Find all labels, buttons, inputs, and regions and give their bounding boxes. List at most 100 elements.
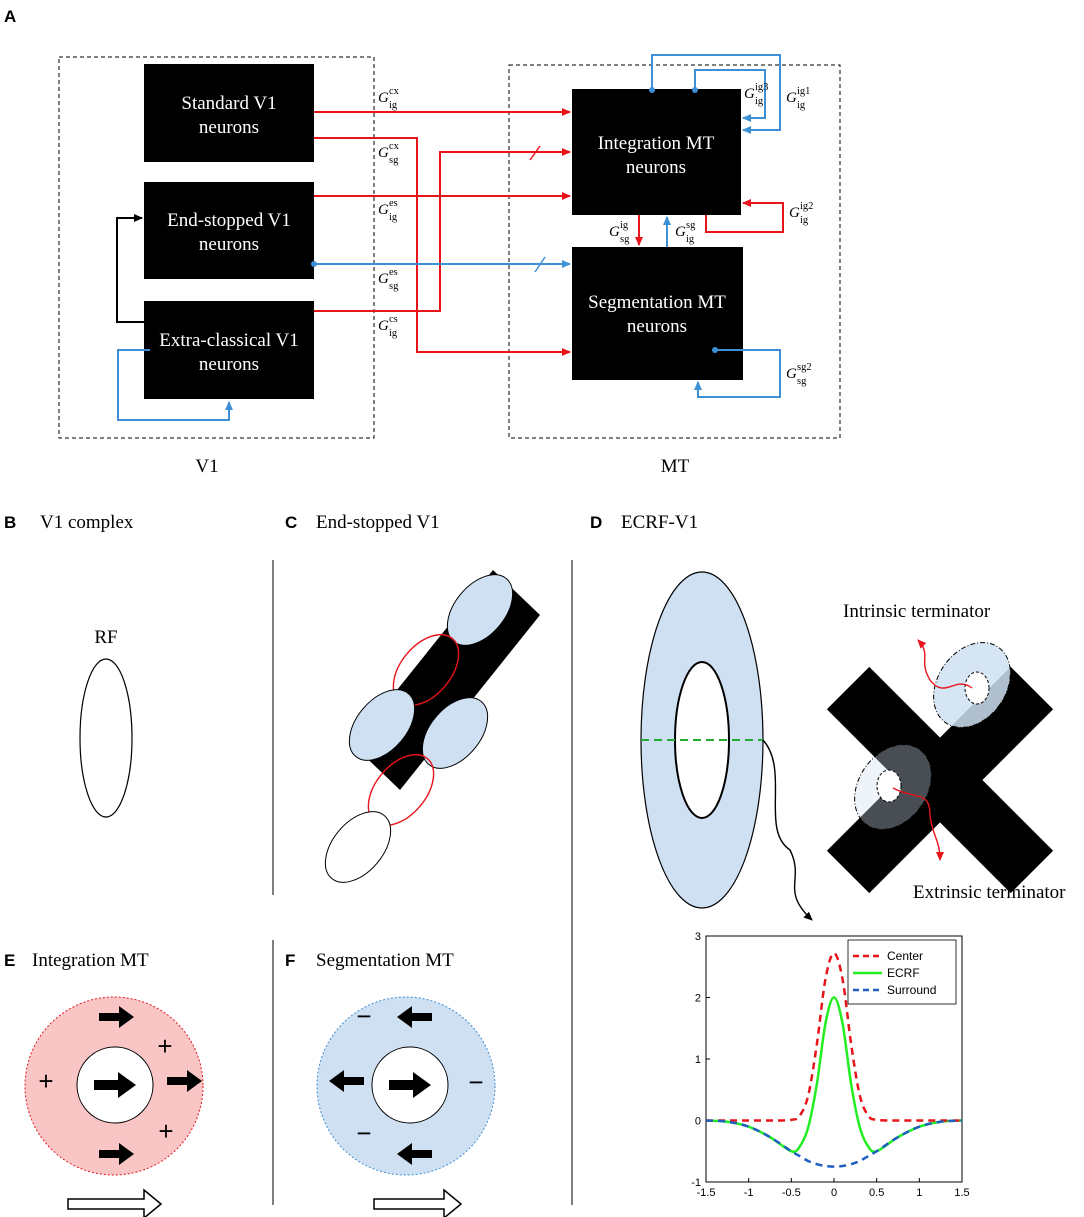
- svg-text:G: G: [609, 224, 620, 240]
- svg-text:sg: sg: [797, 376, 807, 387]
- surround-arrow-right: [167, 1070, 202, 1092]
- plus-sign: +: [157, 1031, 172, 1061]
- y-tick-label: 1: [695, 1054, 701, 1066]
- standard-v1-box: [144, 64, 314, 162]
- svg-text:ig: ig: [620, 220, 629, 231]
- legend-label-surround: Surround: [887, 983, 936, 997]
- minus-sign: −: [468, 1067, 483, 1097]
- svg-text:ig: ig: [755, 96, 764, 107]
- svg-text:sg2: sg2: [797, 362, 812, 373]
- svg-text:G: G: [378, 318, 389, 334]
- x-tick-label: 0: [831, 1187, 837, 1199]
- rf-label: RF: [94, 627, 117, 648]
- surround-lobe-top: [446, 574, 514, 646]
- mt-dashed-region: [508, 64, 841, 439]
- integration-self-loop-ig1: [651, 54, 781, 134]
- plus-sign: +: [158, 1116, 173, 1146]
- svg-text:G: G: [744, 86, 755, 102]
- y-tick-label: 2: [695, 993, 701, 1005]
- svg-text:cx: cx: [389, 86, 400, 97]
- y-tick-label: 3: [695, 931, 701, 943]
- intrinsic-label: Intrinsic terminator: [843, 601, 991, 622]
- stimulus-motion-arrow: [67, 1188, 163, 1217]
- panel-a-letter: A: [4, 7, 16, 26]
- x-tick-label: 0.5: [869, 1187, 884, 1199]
- gain-label-sg2: G sg2 sg: [786, 362, 812, 387]
- svg-text:G: G: [786, 366, 797, 382]
- stimulus-motion-arrow: [373, 1188, 463, 1217]
- extraclassical-to-endstopped-arrow: [116, 214, 144, 323]
- legend-label-center: Center: [887, 949, 923, 963]
- x-tick-label: 1: [916, 1187, 922, 1199]
- chart-lines: [705, 951, 963, 1168]
- svg-text:ig3: ig3: [755, 82, 768, 93]
- svg-text:G: G: [786, 90, 797, 106]
- segmentation-mt-box: [572, 247, 743, 380]
- extraclassical-v1-box: [144, 301, 314, 399]
- x-tick-label: -1: [744, 1187, 754, 1199]
- legend-label-ecrf: ECRF: [887, 966, 920, 980]
- integration-mt-rf: + + +: [24, 996, 204, 1217]
- y-tick-label: 0: [695, 1116, 701, 1128]
- series-line-center: [706, 951, 962, 1122]
- svg-text:es: es: [389, 198, 398, 209]
- endstopped-diagram: [324, 570, 540, 883]
- gain-label-cx-sg: G cx sg: [378, 141, 400, 166]
- y-tick-label: -1: [691, 1177, 701, 1189]
- ecrf-diagram: Intrinsic terminator Extrinsic terminato…: [640, 571, 1066, 921]
- panel-f-title: Segmentation MT: [316, 950, 454, 971]
- center-arrow-right: [389, 1072, 431, 1098]
- svg-text:ig: ig: [389, 100, 398, 111]
- extrinsic-pointer: [892, 787, 944, 861]
- endstopped-v1-box: [144, 182, 314, 279]
- minus-sign: −: [356, 1118, 371, 1148]
- extraclassical-v1-label-2: neurons: [199, 354, 259, 375]
- svg-text:sg: sg: [620, 234, 630, 245]
- integration-self-loop-ig3: [694, 69, 766, 122]
- svg-text:ig: ig: [389, 328, 398, 339]
- svg-text:G: G: [789, 205, 800, 221]
- gain-label-es-ig: G es ig: [378, 198, 398, 223]
- receptive-field-ellipse: [79, 658, 133, 818]
- surround-arrow-top: [397, 1006, 432, 1028]
- svg-text:G: G: [378, 271, 389, 287]
- panel-c-letter: C: [285, 513, 297, 532]
- surround-lobe-left: [348, 689, 416, 761]
- surround-arrow-left: [329, 1070, 364, 1092]
- svg-text:sg: sg: [389, 281, 399, 292]
- extrinsic-label: Extrinsic terminator: [913, 882, 1066, 903]
- extrinsic-center: [876, 769, 902, 803]
- gain-label-sg-ig: G ig sg: [609, 220, 630, 245]
- cross-stimulus: [826, 666, 1054, 894]
- svg-text:cs: cs: [389, 314, 398, 325]
- svg-text:ig: ig: [686, 234, 695, 245]
- chart-legend: Center ECRF Surround: [847, 939, 957, 1005]
- svg-text:ig: ig: [797, 100, 806, 111]
- v1-dashed-region: [58, 56, 375, 439]
- delay-tick-blue: [534, 256, 546, 273]
- surround-arrow-bottom: [99, 1143, 134, 1165]
- minus-sign: −: [356, 1001, 371, 1031]
- gain-label-ig2: G ig2 ig: [789, 201, 813, 226]
- surround-lobe-bottom: [324, 811, 392, 883]
- surround-arrow-bottom: [397, 1143, 432, 1165]
- panel-c-title: End-stopped V1: [316, 512, 440, 533]
- segmentation-mt-label-2: neurons: [627, 316, 687, 337]
- intrinsic-pointer: [917, 639, 973, 689]
- segmentation-loop-dot: [712, 347, 718, 353]
- extraclassical-v1-label-1: Extra-classical V1: [159, 330, 298, 351]
- svg-text:sg: sg: [389, 155, 399, 166]
- endstopped-v1-label-2: neurons: [199, 234, 259, 255]
- svg-text:ig1: ig1: [797, 86, 810, 97]
- endstopped-output-dot: [311, 261, 317, 267]
- intrinsic-center: [964, 671, 990, 705]
- gain-label-ig1: G ig1 ig: [786, 86, 810, 111]
- center-arrow-right: [94, 1072, 136, 1098]
- svg-text:G: G: [378, 145, 389, 161]
- extraclassical-self-loop: [117, 349, 233, 421]
- standard-to-segmentation-arrow: [314, 137, 571, 356]
- plus-sign: +: [38, 1066, 53, 1096]
